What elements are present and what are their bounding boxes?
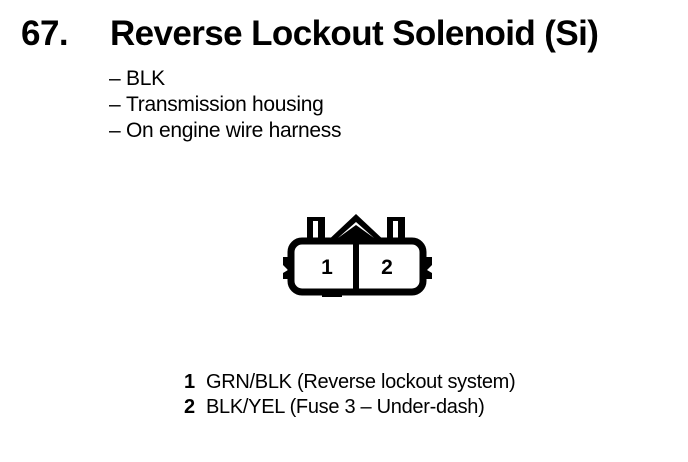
cavity-number-1: 1	[321, 256, 333, 279]
spec-item-2: – On engine wire harness	[109, 118, 539, 144]
spec-item-label: Transmission housing	[126, 93, 324, 116]
connector-diagram: 1 2	[270, 205, 445, 315]
spec-list: – BLK – Transmission housing – On engine…	[109, 66, 539, 144]
header: 67. Reverse Lockout Solenoid (Si)	[0, 12, 688, 64]
dash-bullet-icon: –	[109, 67, 121, 90]
cavity-number-2: 2	[381, 256, 393, 279]
legend-pin-number: 2	[184, 396, 195, 418]
cavity-divider	[353, 241, 359, 292]
dash-bullet-icon: –	[109, 93, 121, 116]
item-number: 67.	[21, 14, 69, 53]
spec-item-0: – BLK	[109, 66, 539, 92]
legend-pin-description: GRN/BLK (Reverse lockout system)	[206, 371, 516, 393]
legend-row: 1 GRN/BLK (Reverse lockout system)	[184, 370, 614, 395]
legend-pin-number: 1	[184, 371, 195, 393]
dash-bullet-icon: –	[109, 119, 121, 142]
page-title: Reverse Lockout Solenoid (Si)	[110, 14, 599, 53]
legend-row: 2 BLK/YEL (Fuse 3 – Under-dash)	[184, 395, 614, 420]
legend-pin-description: BLK/YEL (Fuse 3 – Under-dash)	[206, 396, 485, 418]
spec-item-label: On engine wire harness	[126, 119, 342, 142]
spec-item-1: – Transmission housing	[109, 92, 539, 118]
spec-item-label: BLK	[126, 67, 165, 90]
pin-legend: 1 GRN/BLK (Reverse lockout system) 2 BLK…	[184, 370, 614, 420]
